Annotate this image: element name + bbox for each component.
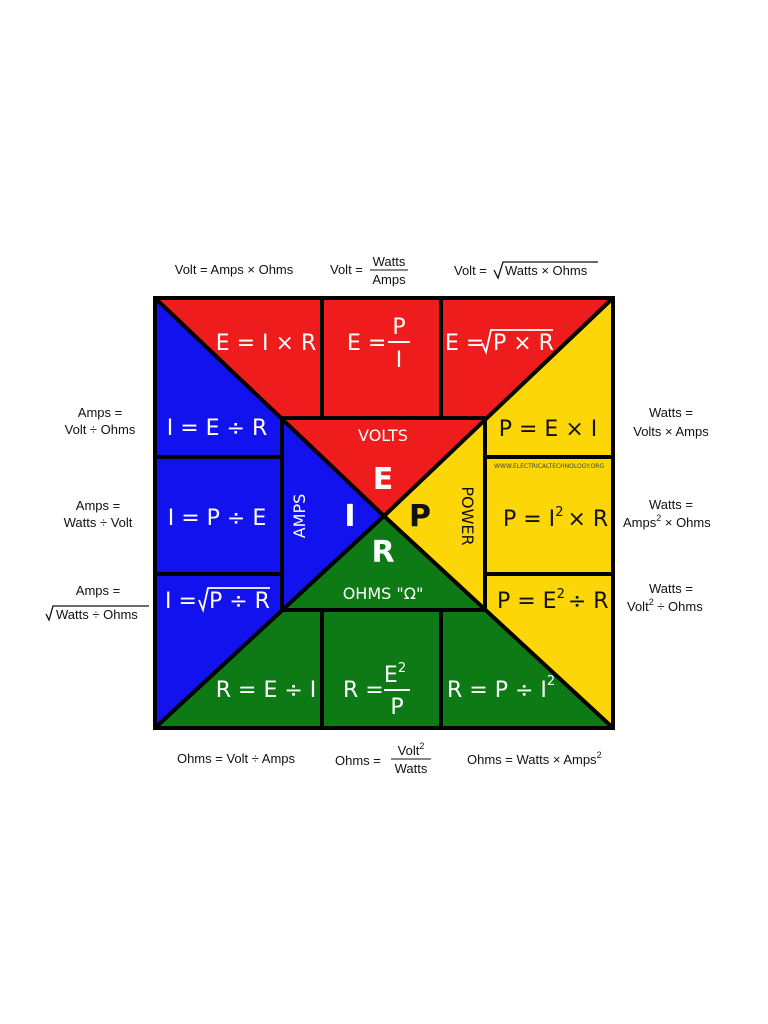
label-watts-3b: Volt2 ÷ Ohms [627, 597, 703, 614]
formula-e-sqrt-prefix: E = [445, 331, 484, 356]
label-ohms-2-prefix: Ohms = [335, 753, 381, 768]
center-power-triangle [384, 418, 485, 610]
label-ohms-2-num: Volt2 [398, 741, 425, 758]
formula-r-e2p-den: P [390, 695, 403, 720]
label-amps-3b: Watts ÷ Ohms [56, 607, 138, 622]
volts-region [155, 298, 613, 516]
formula-e-pi-prefix: E = [347, 331, 386, 356]
label-amps-2a: Amps = [76, 498, 120, 513]
center-label-amps: AMPS [290, 494, 309, 539]
formula-i-er: I = E ÷ R [167, 416, 268, 441]
label-ohms-1: Ohms = Volt ÷ Amps [177, 751, 296, 766]
label-watts-1a: Watts = [649, 405, 693, 420]
label-amps-3a: Amps = [76, 583, 120, 598]
ohms-region [155, 516, 613, 728]
letter-e: E [373, 462, 394, 497]
label-volt-amps-ohms: Volt = Amps × Ohms [175, 262, 294, 277]
label-watts-3a: Watts = [649, 581, 693, 596]
watermark: WWW.ELECTRICALTECHNOLOGY.ORG [494, 463, 604, 470]
divider-lines [153, 296, 615, 730]
letter-p: P [409, 499, 431, 534]
formula-r-e2p-prefix: R = [343, 678, 384, 703]
center-amps-triangle [282, 418, 384, 610]
formula-i-sqrt-body: P ÷ R [209, 589, 270, 614]
sqrt-symbol [45, 605, 149, 622]
label-watts-2b: Amps2 × Ohms [623, 513, 711, 530]
label-volt-watts-num: Watts [373, 254, 406, 269]
formula-i-pe: I = P ÷ E [168, 506, 267, 531]
formula-r-e2p-num: E2 [384, 661, 406, 688]
center-label-power: POWER [458, 486, 477, 545]
formula-e-pi-den: I [396, 348, 403, 373]
label-watts-2a: Watts = [649, 497, 693, 512]
center-volts-triangle [282, 418, 485, 516]
amps-region [155, 298, 384, 728]
label-volt-sqrt-body: Watts × Ohms [505, 263, 588, 278]
sqrt-symbol [493, 261, 598, 280]
label-amps-2b: Watts ÷ Volt [64, 515, 133, 530]
label-volt-watts-den: Amps [372, 272, 406, 287]
label-amps-1b: Volt ÷ Ohms [65, 422, 136, 437]
center-label-volts: VOLTS [358, 426, 408, 445]
formula-i-sqrt-prefix: I = [165, 589, 197, 614]
letter-i: I [344, 499, 355, 534]
formula-r-ei: R = E ÷ I [216, 678, 317, 703]
formula-p-ei: P = E × I [499, 417, 598, 442]
label-ohms-3: Ohms = Watts × Amps2 [467, 750, 602, 767]
center-ohms-triangle [282, 516, 485, 610]
label-ohms-2-den: Watts [395, 761, 428, 776]
power-region [384, 298, 613, 728]
formula-e-sqrt-body: P × R [493, 331, 554, 356]
formula-e-pi-num: P [392, 315, 405, 340]
sqrt-symbol [198, 587, 270, 614]
formula-e-ir: E = I × R [216, 331, 317, 356]
formula-p-i2r: P = I2× R [503, 505, 608, 532]
letter-r: R [371, 535, 394, 570]
formula-p-e2r: P = E2÷ R [497, 587, 609, 614]
sqrt-symbol [481, 329, 553, 355]
label-watts-1b: Volts × Amps [633, 424, 709, 439]
label-volt-watts-amps-prefix: Volt = [330, 262, 363, 277]
formula-r-pi2: R = P ÷ I2 [447, 674, 555, 703]
label-volt-sqrt-prefix: Volt = [454, 263, 487, 278]
label-amps-1a: Amps = [78, 405, 122, 420]
center-label-ohms: OHMS "Ω" [343, 584, 424, 603]
